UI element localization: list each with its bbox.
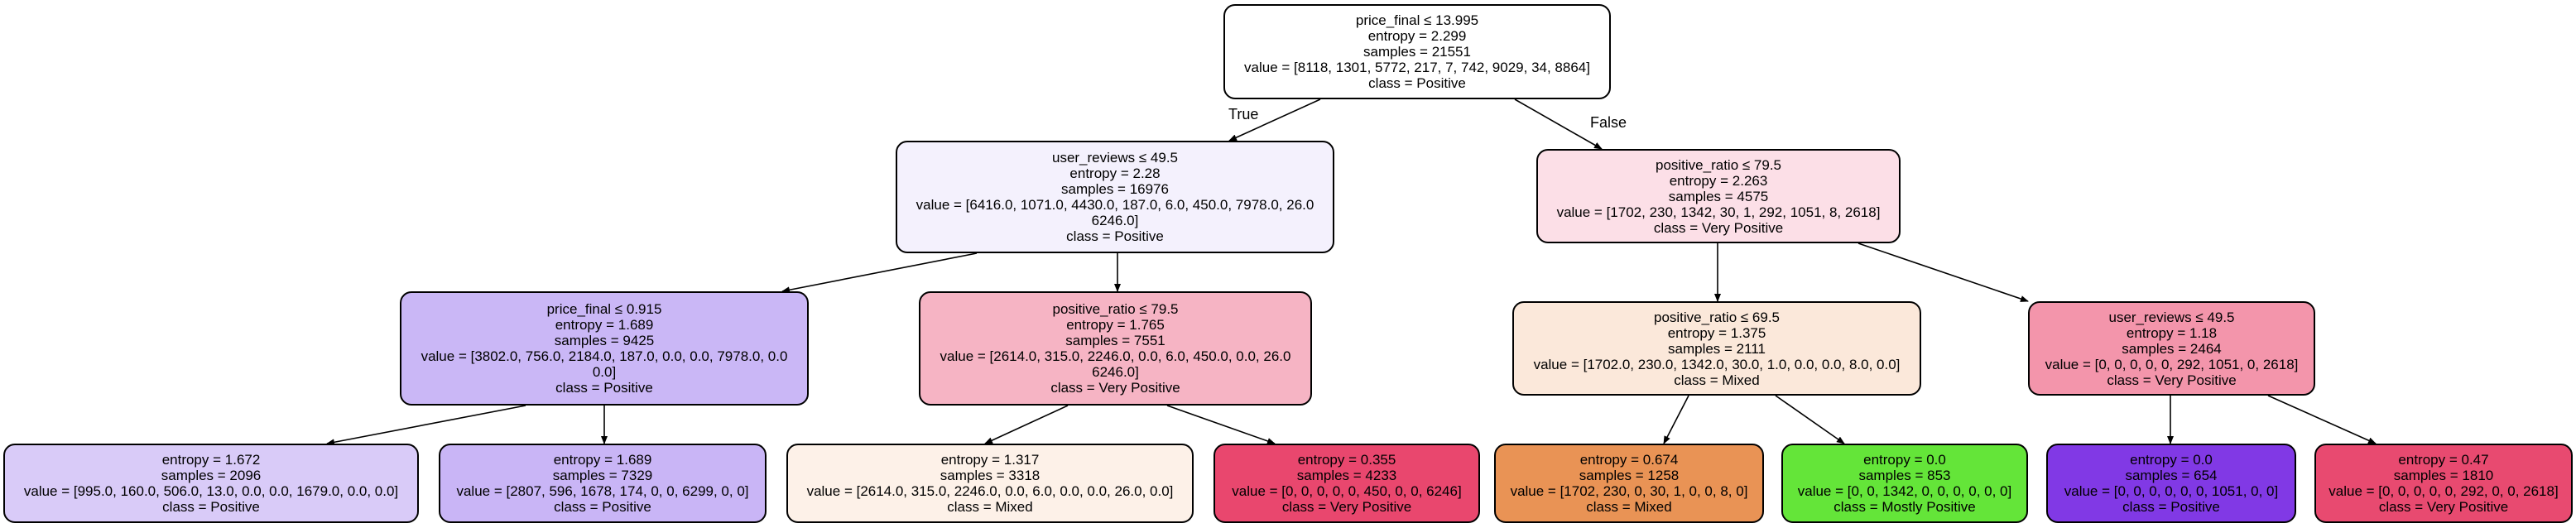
- node-entropy: entropy = 2.299: [1367, 28, 1467, 44]
- node-class: class = Positive: [555, 380, 653, 396]
- edge-label-true: True: [1228, 106, 1259, 122]
- edge-n6-n14: [2267, 395, 2377, 444]
- node-class: class = Very Positive: [2107, 372, 2237, 388]
- node-split: positive_ratio ≤ 69.5: [1653, 309, 1781, 325]
- node-value: value = [2614.0, 315.0, 2246.0, 0.0, 6.0…: [806, 483, 1174, 499]
- node-samples: samples = 853: [1858, 468, 1951, 483]
- node-samples: samples = 2096: [161, 468, 262, 483]
- node-class: class = Positive: [1066, 228, 1164, 244]
- edge-n4-n9: [984, 405, 1069, 444]
- node-value: value = [0, 0, 0, 0, 0, 292, 1051, 0, 26…: [2045, 356, 2299, 372]
- node-entropy: entropy = 1.672: [161, 452, 261, 468]
- node-class: class = Mixed: [1586, 499, 1672, 515]
- node-class: class = Positive: [554, 499, 651, 515]
- edge-n0-n1: [1228, 98, 1321, 142]
- node-samples: samples = 2111: [1668, 340, 1766, 357]
- tree-node-2: positive_ratio ≤ 79.5 entropy = 2.263 sa…: [1536, 149, 1901, 243]
- node-samples: samples = 16976: [1061, 181, 1169, 197]
- edge-n1-n3: [781, 252, 978, 294]
- node-value: value = [2807, 596, 1678, 174, 0, 0, 629…: [456, 483, 749, 499]
- node-value: value = [2614.0, 315.0, 2246.0, 0.0, 6.0…: [940, 348, 1291, 364]
- node-samples: samples = 7551: [1065, 333, 1165, 348]
- node-value: value = [0, 0, 0, 0, 0, 0, 1051, 0, 0]: [2064, 483, 2279, 499]
- node-samples: samples = 7329: [552, 468, 653, 483]
- node-samples: samples = 4233: [1296, 468, 1397, 483]
- edge-n0-n2: [1514, 98, 1603, 150]
- node-value-continued: 6246.0]: [1091, 213, 1139, 228]
- edge-n2-n6: [1858, 242, 2029, 302]
- node-value: value = [0, 0, 0, 0, 0, 292, 0, 0, 2618]: [2328, 483, 2559, 499]
- tree-node-6: user_reviews ≤ 49.5 entropy = 1.18 sampl…: [2028, 301, 2315, 396]
- node-class: class = Mostly Positive: [1833, 499, 1976, 515]
- node-class: class = Positive: [1368, 75, 1466, 91]
- node-samples: samples = 1810: [2393, 468, 2494, 483]
- tree-node-5: positive_ratio ≤ 69.5 entropy = 1.375 sa…: [1512, 301, 1921, 396]
- node-class: class = Mixed: [1674, 372, 1760, 388]
- tree-node-4: positive_ratio ≤ 79.5 entropy = 1.765 sa…: [919, 291, 1312, 406]
- edge-n3-n7: [326, 405, 526, 446]
- node-class: class = Very Positive: [1281, 499, 1412, 515]
- node-value: value = [995.0, 160.0, 506.0, 13.0, 0.0,…: [23, 483, 399, 499]
- node-value: value = [0, 0, 1342, 0, 0, 0, 0, 0, 0]: [1797, 483, 2012, 499]
- node-class: class = Very Positive: [1653, 219, 1784, 236]
- edge-n5-n12: [1775, 395, 1845, 444]
- node-class: class = Very Positive: [2378, 499, 2509, 515]
- node-entropy: entropy = 2.263: [1669, 172, 1768, 189]
- node-entropy: entropy = 1.317: [940, 452, 1040, 468]
- node-split: price_final ≤ 0.915: [546, 301, 662, 317]
- node-samples: samples = 4575: [1668, 188, 1769, 204]
- node-entropy: entropy = 0.0: [2130, 452, 2213, 468]
- node-split: positive_ratio ≤ 79.5: [1655, 156, 1782, 173]
- node-entropy: entropy = 1.18: [2126, 324, 2218, 341]
- node-entropy: entropy = 0.0: [1863, 452, 1946, 468]
- node-value: value = [1702.0, 230.0, 1342.0, 30.0, 1.…: [1533, 356, 1901, 372]
- node-entropy: entropy = 0.674: [1579, 452, 1679, 468]
- edge-n4-n10: [1166, 405, 1276, 444]
- node-value: value = [3802.0, 756.0, 2184.0, 187.0, 0…: [421, 348, 788, 364]
- node-split: user_reviews ≤ 49.5: [2108, 309, 2235, 325]
- node-value: value = [1702, 230, 0, 30, 1, 0, 0, 8, 0…: [1510, 483, 1748, 499]
- edge-n5-n11: [1663, 395, 1689, 444]
- node-split: user_reviews ≤ 49.5: [1051, 150, 1178, 166]
- node-value: value = [1702, 230, 1342, 30, 1, 292, 10…: [1556, 204, 1881, 220]
- node-class: class = Mixed: [947, 499, 1033, 515]
- node-value: value = [0, 0, 0, 0, 0, 450, 0, 0, 6246]: [1232, 483, 1462, 499]
- node-class: class = Positive: [2122, 499, 2220, 515]
- node-samples: samples = 1258: [1579, 468, 1680, 483]
- node-samples: samples = 21551: [1363, 44, 1471, 60]
- node-entropy: entropy = 1.689: [555, 317, 654, 333]
- node-value: value = [6416.0, 1071.0, 4430.0, 187.0, …: [916, 197, 1314, 213]
- tree-leaf-11: entropy = 0.674 samples = 1258 value = […: [1494, 444, 1764, 523]
- edge-label-false: False: [1590, 114, 1627, 131]
- tree-leaf-10: entropy = 0.355 samples = 4233 value = […: [1214, 444, 1480, 523]
- node-entropy: entropy = 1.765: [1066, 317, 1165, 333]
- tree-node-root: price_final ≤ 13.995 entropy = 2.299 sam…: [1223, 4, 1611, 99]
- node-entropy: entropy = 0.47: [2398, 452, 2489, 468]
- node-samples: samples = 654: [2125, 468, 2218, 483]
- node-class: class = Very Positive: [1050, 380, 1180, 396]
- node-samples: samples = 9425: [554, 333, 655, 348]
- tree-leaf-12: entropy = 0.0 samples = 853 value = [0, …: [1781, 444, 2028, 523]
- node-samples: samples = 3318: [940, 468, 1040, 483]
- node-value: value = [8118, 1301, 5772, 217, 7, 742, …: [1244, 60, 1590, 75]
- node-entropy: entropy = 0.355: [1297, 452, 1396, 468]
- tree-leaf-9: entropy = 1.317 samples = 3318 value = […: [786, 444, 1194, 523]
- node-entropy: entropy = 2.28: [1069, 166, 1161, 181]
- node-entropy: entropy = 1.375: [1667, 324, 1766, 341]
- node-entropy: entropy = 1.689: [553, 452, 652, 468]
- node-value-continued: 6246.0]: [1092, 364, 1139, 380]
- tree-node-3: price_final ≤ 0.915 entropy = 1.689 samp…: [400, 291, 809, 406]
- tree-node-1: user_reviews ≤ 49.5 entropy = 2.28 sampl…: [896, 141, 1334, 253]
- node-value-continued: 0.0]: [592, 364, 617, 380]
- node-split: positive_ratio ≤ 79.5: [1052, 301, 1179, 317]
- node-class: class = Positive: [162, 499, 260, 515]
- node-split: price_final ≤ 13.995: [1355, 12, 1479, 28]
- tree-leaf-7: entropy = 1.672 samples = 2096 value = […: [3, 444, 419, 523]
- node-samples: samples = 2464: [2122, 340, 2222, 357]
- tree-leaf-8: entropy = 1.689 samples = 7329 value = […: [439, 444, 767, 523]
- tree-leaf-13: entropy = 0.0 samples = 654 value = [0, …: [2046, 444, 2296, 523]
- tree-leaf-14: entropy = 0.47 samples = 1810 value = [0…: [2314, 444, 2573, 523]
